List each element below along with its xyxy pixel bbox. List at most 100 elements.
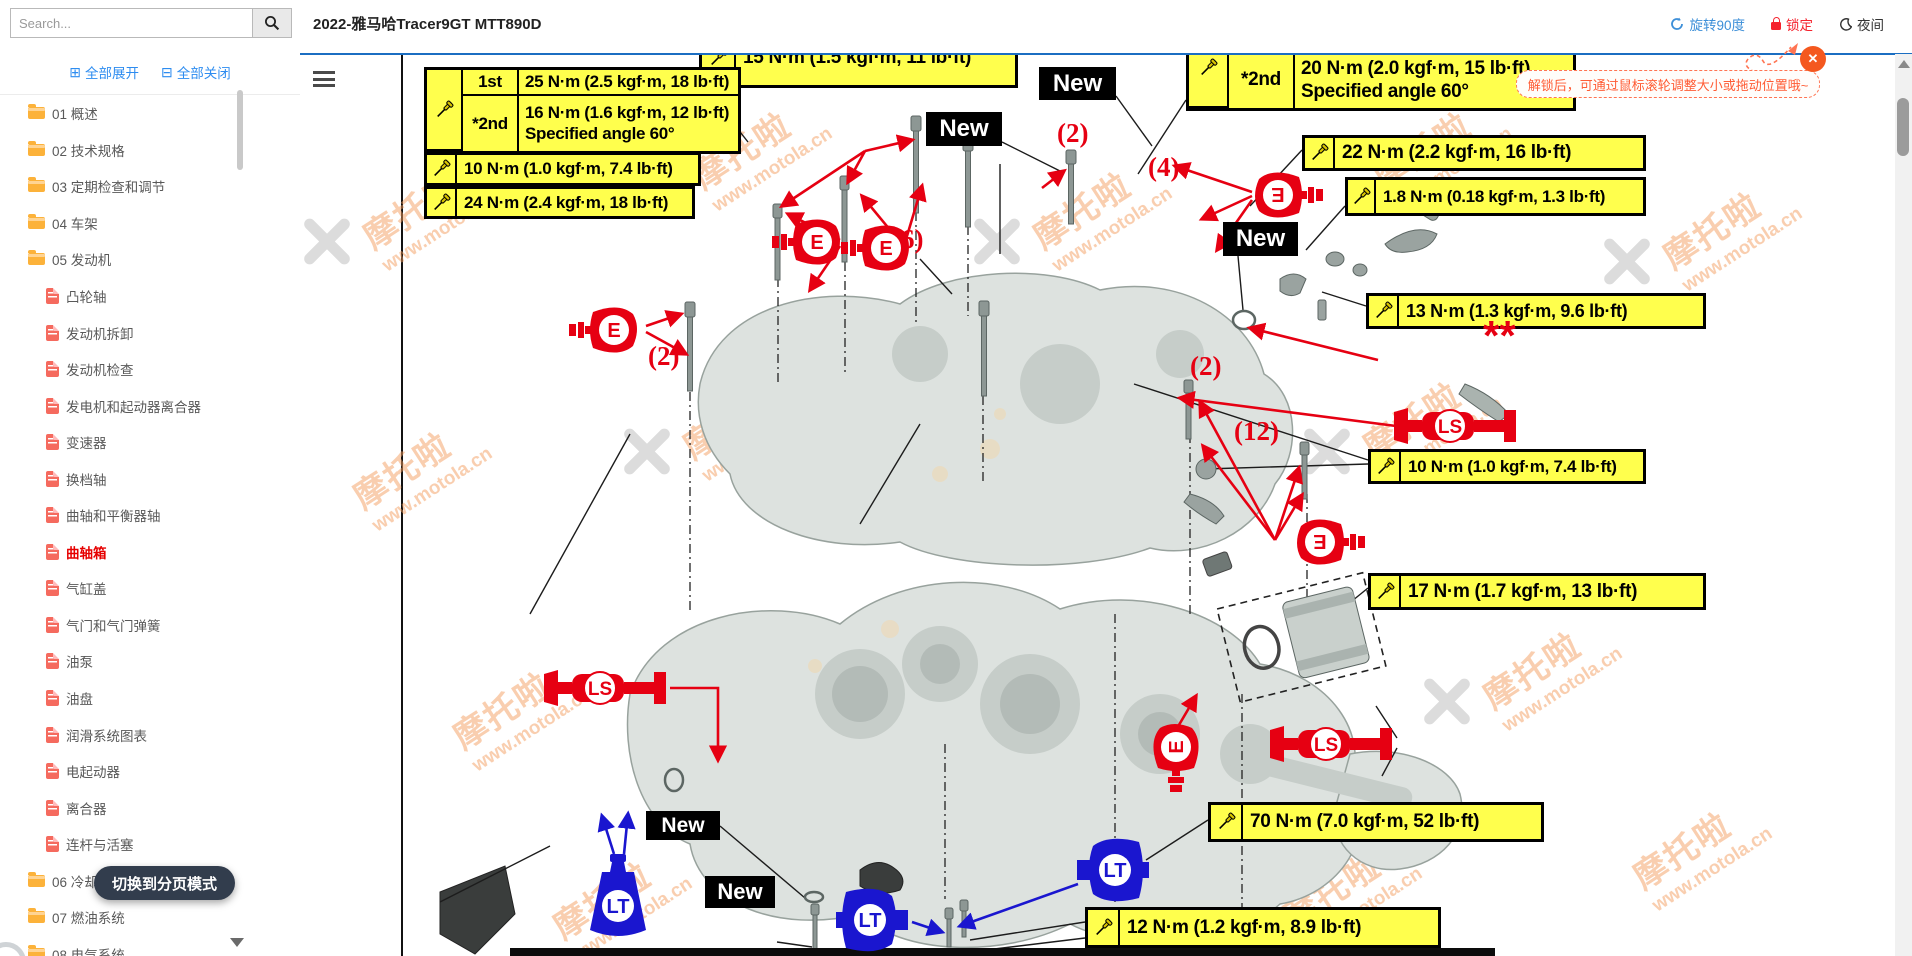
sidebar-item-label: 离合器 [66,801,107,817]
engine-oil-badge: E [1293,514,1367,575]
tree-toolbar: ⊞全部展开 ⊟全部关闭 [0,50,300,95]
torque-spec-torque-17: 17 N·m (1.7 kgf·m, 13 lb·ft) [1368,573,1706,610]
sidebar-item-label: 08 电气系统 [52,947,125,956]
main-scrollbar-thumb[interactable] [1897,98,1909,156]
partial-label-bottom [510,948,1495,956]
sidebar-item-电起动器[interactable]: 电起动器 [0,753,246,790]
moon-icon [1840,17,1852,31]
engine-oil-badge: E [770,214,844,275]
document-icon [46,397,59,414]
torque-wrench-icon [1371,452,1401,481]
sidebar-item-08 电气系统[interactable]: 08 电气系统 [0,936,246,956]
torque-value: 70 N·m (7.0 kgf·m, 52 lb·ft) [1250,811,1480,832]
torque-wrench-icon [1088,910,1120,945]
tooltip-close-button[interactable]: ✕ [1800,46,1826,72]
header-actions: 旋转90度 锁定 夜间 [1670,14,1884,34]
sidebar-item-04 车架[interactable]: 04 车架 [0,205,246,242]
sidebar-item-01 概述[interactable]: 01 概述 [0,95,246,132]
engine-oil-badge: E [567,302,641,363]
torque-spec-torque-22: 22 N·m (2.2 kgf·m, 16 lb·ft) [1302,135,1646,171]
sidebar-item-曲轴箱[interactable]: 曲轴箱 [0,534,246,571]
sidebar-item-发动机拆卸[interactable]: 发动机拆卸 [0,314,246,351]
sidebar-item-02 技术规格[interactable]: 02 技术规格 [0,132,246,169]
sealant-stars-marker: ** [1483,312,1516,359]
torque-spec-torque-10b: 10 N·m (1.0 kgf·m, 7.4 lb·ft) [1368,449,1646,484]
torque-value: 20 N·m (2.0 kgf·m, 15 lb·ft)Specified an… [1301,57,1531,102]
torque-value: 10 N·m (1.0 kgf·m, 7.4 lb·ft) [1408,456,1617,476]
svg-text:LT: LT [859,910,882,932]
svg-text:E: E [1313,530,1326,552]
torque-spec-torque-top-partial: 15 N·m (1.5 kgf·m, 11 lb·ft) [699,54,1018,88]
torque-value: 17 N·m (1.7 kgf·m, 13 lb·ft) [1408,580,1638,602]
torque-value: 22 N·m (2.2 kgf·m, 16 lb·ft) [1342,142,1572,163]
lock-button[interactable]: 锁定 [1771,14,1813,34]
quantity-count: (2) [648,341,680,371]
page-title: 2022-雅马哈Tracer9GT MTT890D [313,16,542,33]
folder-icon [28,213,45,229]
document-icon [46,361,59,378]
loctite-lt-badge: LT [834,888,912,956]
sidebar-item-气缸盖[interactable]: 气缸盖 [0,570,246,607]
expand-all-link[interactable]: ⊞全部展开 [69,64,139,81]
sealant-ls-badge: LS [542,668,672,713]
document-icon [46,324,59,341]
folder-icon [28,871,45,887]
loctite-lt-badge: LT [1073,838,1151,907]
svg-text:E: E [607,320,620,342]
torque-value: 15 N·m (1.5 kgf·m, 11 lb·ft) [743,54,972,68]
sidebar-item-油泵[interactable]: 油泵 [0,643,246,680]
sidebar-item-label: 07 燃油系统 [52,911,125,927]
sidebar-item-润滑系统图表[interactable]: 润滑系统图表 [0,716,246,753]
scroll-up-icon[interactable] [1898,60,1910,68]
sidebar-item-曲轴和平衡器轴[interactable]: 曲轴和平衡器轴 [0,497,246,534]
torque-step-label: 1st [463,70,519,96]
lock-icon [1771,17,1781,30]
search-input[interactable] [11,9,252,37]
folder-icon [28,177,45,193]
search-button[interactable] [252,9,291,37]
main-scrollbar[interactable] [1895,54,1912,956]
sidebar-item-油盘[interactable]: 油盘 [0,680,246,717]
sidebar-item-凸轮轴[interactable]: 凸轮轴 [0,278,246,315]
new-part-label: New [1223,222,1298,256]
sidebar-item-label: 曲轴箱 [66,545,107,561]
sidebar-item-label: 连杆与活塞 [66,838,134,854]
torque-value: 1.8 N·m (0.18 kgf·m, 1.3 lb·ft) [1383,186,1606,206]
torque-wrench-icon [1348,180,1376,213]
torque-wrench-icon [427,189,457,216]
sidebar-item-label: 变速器 [66,436,107,452]
torque-spec-torque-12: 12 N·m (1.2 kgf·m, 8.9 lb·ft) [1085,907,1441,948]
torque-wrench-icon [1371,576,1401,607]
sidebar-item-变速器[interactable]: 变速器 [0,424,246,461]
sidebar-item-label: 气门和气门弹簧 [66,618,161,634]
torque-value: 24 N·m (2.4 kgf·m, 18 lb·ft) [464,192,669,212]
sidebar-item-换档轴[interactable]: 换档轴 [0,460,246,497]
torque-spec-torque-1-8: 1.8 N·m (0.18 kgf·m, 1.3 lb·ft) [1345,177,1646,216]
svg-text:E: E [1166,740,1188,753]
switch-page-mode-button[interactable]: 切换到分页模式 [94,866,236,900]
sidebar-item-07 燃油系统[interactable]: 07 燃油系统 [0,899,246,936]
menu-toggle-area [300,53,360,103]
sidebar-item-05 发动机[interactable]: 05 发动机 [0,241,246,278]
sidebar-item-03 定期检查和调节[interactable]: 03 定期检查和调节 [0,168,246,205]
sidebar-item-发动机检查[interactable]: 发动机检查 [0,351,246,388]
sidebar-item-发电机和起动器离合器[interactable]: 发电机和起动器离合器 [0,387,246,424]
tree-scroll-down-icon[interactable] [230,938,244,947]
sidebar-item-气门和气门弹簧[interactable]: 气门和气门弹簧 [0,607,246,644]
search-box [10,8,292,38]
rotate-90-button[interactable]: 旋转90度 [1670,14,1745,34]
hamburger-menu-button[interactable] [313,71,335,91]
night-mode-button[interactable]: 夜间 [1839,14,1884,34]
sidebar-item-连杆与活塞[interactable]: 连杆与活塞 [0,826,246,863]
collapse-all-link[interactable]: ⊟全部关闭 [161,64,231,81]
sidebar-item-label: 发电机和起动器离合器 [66,399,201,415]
quantity-count: (12) [1234,416,1279,446]
tree-scrollbar-thumb[interactable] [237,90,243,170]
main-header: 2022-雅马哈Tracer9GT MTT890D 旋转90度 锁定 夜间 [300,0,1912,55]
document-icon [46,726,59,743]
sidebar-item-离合器[interactable]: 离合器 [0,789,246,826]
